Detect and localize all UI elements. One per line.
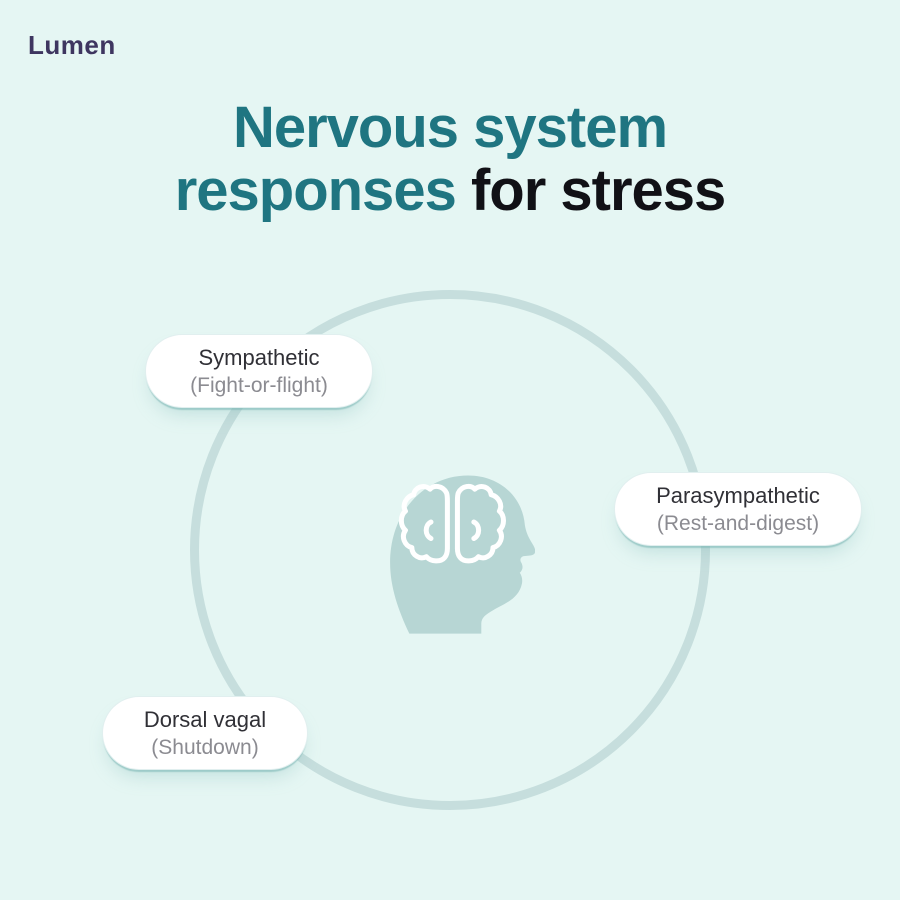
node-parasympathetic: Parasympathetic (Rest-and-digest): [614, 472, 862, 546]
node-dorsal-vagal: Dorsal vagal (Shutdown): [102, 696, 308, 770]
node-sympathetic: Sympathetic (Fight-or-flight): [145, 334, 373, 408]
title-line1: Nervous system: [232, 95, 668, 160]
title-line2-rest: for stress: [455, 158, 726, 223]
node-dorsal-vagal-label: Dorsal vagal: [143, 706, 267, 732]
head-brain-icon: [390, 475, 535, 634]
node-sympathetic-label: Sympathetic: [198, 344, 320, 370]
brain-outline: [398, 483, 506, 564]
brand-logo: Lumen: [28, 30, 116, 60]
head-silhouette: [390, 475, 535, 634]
node-parasympathetic-sublabel: (Rest-and-digest): [656, 511, 820, 535]
cycle-ring: [190, 290, 710, 810]
title-line2-accent: responses: [174, 158, 457, 223]
node-dorsal-vagal-sublabel: (Shutdown): [151, 735, 259, 759]
node-sympathetic-sublabel: (Fight-or-flight): [190, 373, 328, 397]
node-parasympathetic-label: Parasympathetic: [656, 482, 820, 508]
